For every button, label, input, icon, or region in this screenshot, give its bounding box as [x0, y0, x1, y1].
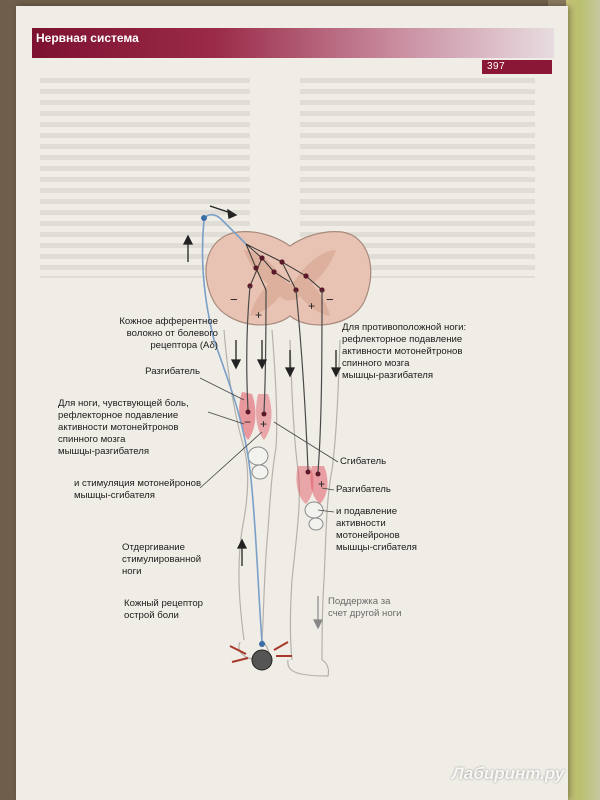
label-extensor-left: Разгибатель	[145, 366, 200, 377]
page-number: 397	[487, 61, 506, 72]
section-title: Нервная система	[36, 31, 139, 45]
direction-arrows	[182, 205, 342, 566]
book-spine	[566, 0, 600, 800]
right-extensor-muscle	[310, 466, 328, 504]
label-receptor: Кожный рецептор острой боли	[124, 598, 203, 621]
receptor-dot	[201, 215, 207, 221]
grey-matter	[244, 250, 336, 316]
excitatory-sign-muscle-left: +	[260, 417, 268, 431]
left-flexor-muscle	[256, 394, 272, 440]
label-flexor-stimulation: и стимуляция мотонейронов мышцы-сгибател…	[74, 478, 202, 501]
inhibitory-sign-left: −	[230, 292, 238, 307]
label-flexor-right: Сгибатель	[340, 456, 387, 467]
page-number-box	[482, 60, 552, 74]
label-pointers	[199, 377, 339, 513]
left-leg-outline	[223, 329, 278, 661]
excitatory-sign-muscle-right: +	[318, 477, 326, 491]
label-opposite-suppression: и подавление активности мотонейронов мыш…	[336, 506, 417, 553]
interneurons	[245, 243, 323, 291]
motor-axons	[246, 285, 323, 473]
label-opposite-leg: Для противоположной ноги: рефлекторное п…	[342, 322, 467, 381]
excitatory-sign-right: +	[308, 299, 316, 313]
inhibitory-sign-muscle-left: −	[244, 415, 252, 429]
support-arrow	[313, 596, 323, 630]
pain-stimulus	[229, 641, 292, 671]
right-flexor-muscle	[296, 466, 314, 504]
inhibitory-sign-right: −	[326, 292, 334, 307]
muscle-highlights	[239, 392, 328, 504]
excitatory-sign-left: +	[255, 308, 263, 322]
left-extensor-muscle	[239, 392, 256, 440]
label-support: Поддержка за счет другой ноги	[328, 596, 402, 619]
label-withdrawal: Отдергивание стимулированной ноги	[122, 542, 202, 577]
label-pain-leg-inhibition: Для ноги, чувствующей боль, рефлекторное…	[58, 398, 189, 457]
book-page	[16, 6, 568, 800]
right-leg-outline	[287, 339, 341, 677]
watermark-logo: Лабиринт.ру	[452, 764, 565, 783]
label-extensor-right: Разгибатель	[336, 484, 391, 495]
section-header-bar	[32, 28, 554, 58]
spinal-cord	[205, 231, 372, 326]
label-afferent-fiber: Кожное афферентное волокно от болевого р…	[119, 316, 218, 351]
muscle-endings	[245, 409, 321, 477]
